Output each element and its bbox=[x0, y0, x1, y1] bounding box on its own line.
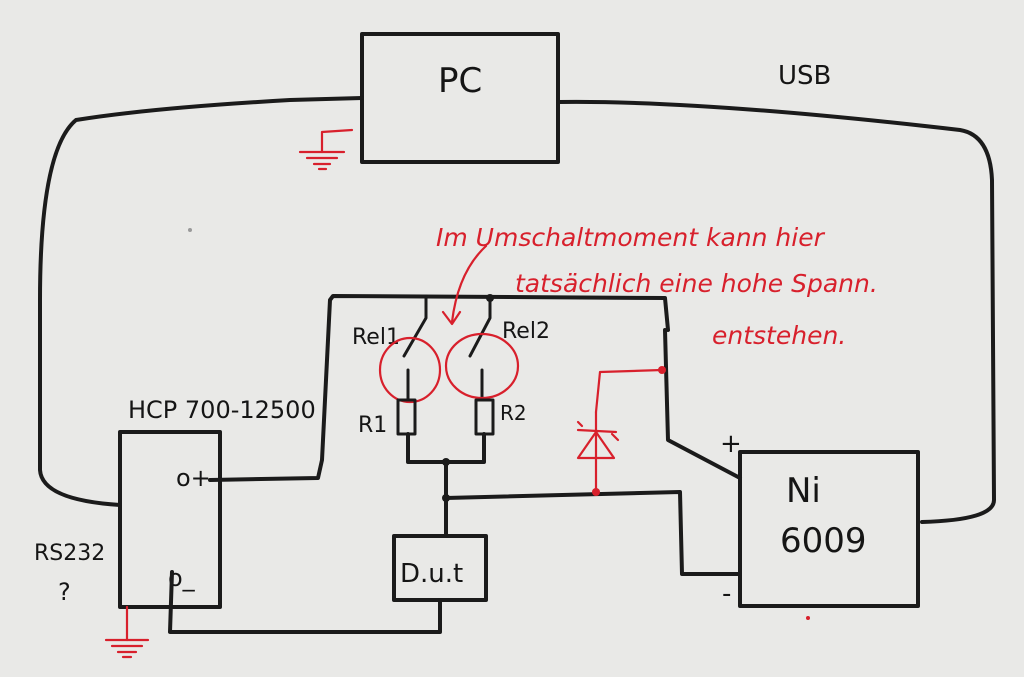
ni-minus-label: - bbox=[722, 579, 731, 609]
annotation-arrow-icon bbox=[441, 244, 488, 326]
resistor-junction-dot bbox=[442, 458, 450, 466]
wire-rail-to-ni-plus bbox=[663, 328, 742, 480]
usb-label: USB bbox=[778, 61, 831, 91]
protection-diode-sketch bbox=[576, 366, 666, 496]
wire-dut-to-ni bbox=[444, 490, 742, 576]
relay-2-highlight-circle bbox=[444, 332, 520, 400]
ground-icon-pc bbox=[298, 128, 354, 171]
rs232-label: RS232 bbox=[34, 541, 105, 566]
wire-pc-left-loop bbox=[38, 96, 364, 507]
ni-6009-box bbox=[738, 450, 920, 608]
annotation-line-3: entstehen. bbox=[712, 321, 846, 350]
ni-label-line2: 6009 bbox=[780, 521, 867, 561]
wire-hcp-minus-return bbox=[168, 570, 442, 634]
paper-speck bbox=[188, 228, 192, 232]
ni-label-line1: Ni bbox=[786, 471, 821, 511]
relay-2-switch bbox=[468, 294, 492, 402]
rel2-label: Rel2 bbox=[502, 319, 550, 344]
hcp-plus-terminal: o+ bbox=[176, 464, 211, 492]
annotation-line-2: tatsächlich eine hohe Spann. bbox=[515, 269, 878, 298]
ni-plus-label: + bbox=[720, 429, 742, 459]
pc-label: PC bbox=[438, 61, 482, 101]
wire-hcp-plus bbox=[208, 294, 670, 482]
annotation-line-1: Im Umschaltmoment kann hier bbox=[436, 223, 826, 252]
wire-resistors-junction bbox=[406, 432, 486, 538]
ground-icon-hcp bbox=[104, 605, 150, 659]
relay-1-switch bbox=[402, 294, 428, 402]
dut-label: D.u.t bbox=[400, 559, 463, 589]
rail-junction-dot bbox=[486, 294, 494, 302]
wire-usb-loop bbox=[556, 99, 996, 524]
rel1-label: Rel1 bbox=[352, 325, 400, 350]
r2-label: R2 bbox=[500, 401, 527, 425]
hcp-label: HCP 700-12500 bbox=[128, 396, 316, 424]
resistor-r2 bbox=[474, 398, 495, 436]
rs232-question: ? bbox=[58, 578, 71, 606]
r1-label: R1 bbox=[358, 413, 387, 438]
relay-1-highlight-circle bbox=[378, 336, 442, 404]
resistor-r1 bbox=[396, 398, 417, 436]
paper-speck bbox=[806, 616, 810, 620]
